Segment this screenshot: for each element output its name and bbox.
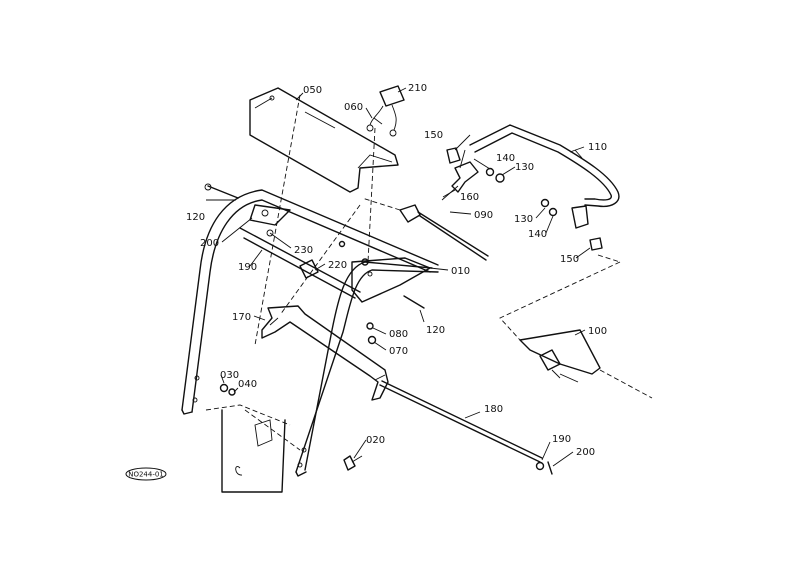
callout-020: 020 xyxy=(366,435,385,446)
callout-190-left: 190 xyxy=(238,262,257,273)
callout-030: 030 xyxy=(220,370,239,381)
switch-box-part xyxy=(366,85,405,137)
callout-200-left: 200 xyxy=(200,238,219,249)
callout-210: 210 xyxy=(408,83,427,94)
rod-end-parts xyxy=(535,461,553,475)
callout-130-right: 130 xyxy=(514,214,533,225)
fastener-parts xyxy=(338,147,603,345)
callout-160: 160 xyxy=(460,192,479,203)
callout-140-top: 140 xyxy=(496,153,515,164)
callout-150-right: 150 xyxy=(560,254,579,265)
callout-120-left: 120 xyxy=(186,212,205,223)
callout-050: 050 xyxy=(303,85,322,96)
callout-180: 180 xyxy=(484,404,503,415)
callout-080: 080 xyxy=(389,329,408,340)
rod-part xyxy=(379,380,543,463)
callout-110: 110 xyxy=(588,142,607,153)
callout-140-right: 140 xyxy=(528,229,547,240)
callout-040: 040 xyxy=(238,379,257,390)
drawing-number-label: NO244-01 xyxy=(128,471,164,479)
callout-120-center: 120 xyxy=(426,325,445,336)
rod-assembly-part xyxy=(399,149,489,261)
control-panel-part xyxy=(249,87,399,193)
leader-lines xyxy=(206,87,591,467)
callout-150-top: 150 xyxy=(424,130,443,141)
upper-lever-part xyxy=(469,124,620,229)
mower-housing-part xyxy=(205,383,291,493)
callout-170: 170 xyxy=(232,312,251,323)
callout-010: 010 xyxy=(451,266,470,277)
callout-100: 100 xyxy=(588,326,607,337)
callout-070: 070 xyxy=(389,346,408,357)
bolt-020-part xyxy=(343,455,363,471)
assembly-reference-lines xyxy=(244,94,653,451)
callout-labels: 050 060 210 150 110 140 130 160 090 130 … xyxy=(186,83,607,458)
callout-090: 090 xyxy=(474,210,493,221)
callout-220: 220 xyxy=(328,260,347,271)
bail-lever-part xyxy=(261,305,389,401)
bolt-part xyxy=(204,183,239,199)
callout-230: 230 xyxy=(294,245,313,256)
bail-bar-part xyxy=(519,329,601,383)
cross-bar-part xyxy=(239,204,361,299)
callout-200-right: 200 xyxy=(576,447,595,458)
callout-130-top: 130 xyxy=(515,162,534,173)
handle-frame-part xyxy=(181,189,439,477)
callout-060: 060 xyxy=(344,102,363,113)
drawing-number-badge: NO244-01 xyxy=(125,467,167,481)
callout-190-right: 190 xyxy=(552,434,571,445)
